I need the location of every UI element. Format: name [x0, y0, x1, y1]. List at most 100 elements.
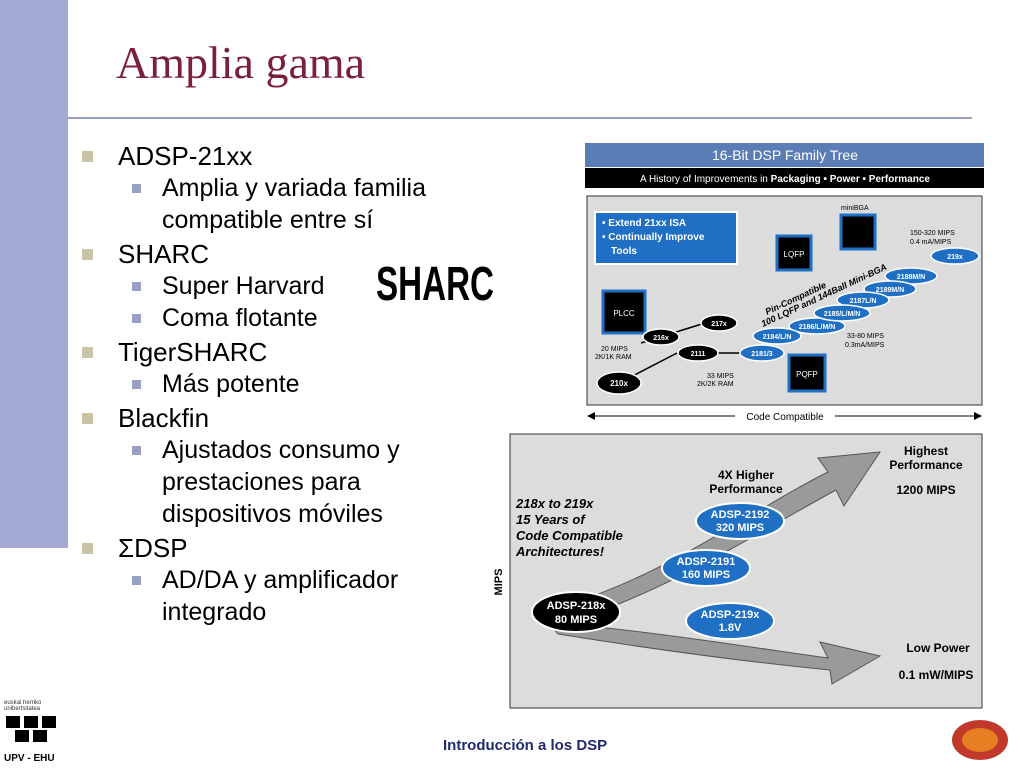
pkg-lqfp-icon [775, 234, 813, 272]
tree-header-text: 16-Bit DSP Family Tree [712, 147, 858, 163]
subbullet-harvard: Super Harvard [82, 270, 522, 302]
sidebar-band [0, 0, 68, 548]
mips-bot-1: 33 MIPS [707, 373, 734, 380]
arrow-left-icon [587, 412, 595, 420]
perf-lowpower-2: 0.1 mW/MIPS [899, 668, 974, 682]
perf-axis-label: MIPS [493, 569, 505, 596]
chip-adsp-219x [685, 602, 775, 640]
tree-info-box [594, 211, 738, 265]
upv-logo-caption: euskal herriko unibertsitatea [4, 700, 42, 712]
subbullet-marker [132, 576, 141, 585]
pkg-minibga-label: miniBGA [841, 205, 869, 212]
chip-2181-label: 2181/3 [751, 351, 773, 358]
chip-adsp-2191-line1: ADSP-2191 [677, 556, 736, 568]
pkg-pqfp-label: PQFP [796, 370, 818, 379]
upv-emblem-icon [6, 716, 56, 742]
chip-2184 [752, 327, 802, 345]
slide-title: Amplia gama [116, 37, 366, 88]
chip-adsp-2192 [695, 502, 785, 540]
chip-2189-label: 2189M/N [876, 287, 904, 294]
arrow-up-icon [547, 451, 882, 627]
chip-2181 [739, 344, 785, 362]
chip-adsp-219x-line2: 1.8V [719, 622, 742, 634]
bullet-marker [82, 151, 93, 162]
perf-4x-1: 4X Higher [718, 468, 774, 482]
upv-logo: euskal herriko unibertsitatea UPV - EHU [4, 700, 64, 764]
bullet-adsp21xx: ADSP-21xx [82, 140, 522, 172]
chip-2184-label: 2184/L/N [763, 334, 792, 341]
chip-adsp-2192-line2: 320 MIPS [716, 522, 764, 534]
tree-subheader-bar [585, 168, 984, 188]
chip-adsp-218x-line1: ADSP-218x [547, 600, 607, 612]
chip-2186-label: 2186/L/M/N [799, 324, 836, 331]
mips-top-1: 150-320 MIPS [910, 230, 955, 237]
subbullet-marker [132, 184, 141, 193]
bullet-marker [82, 249, 93, 260]
slide-footer: Introducción a los DSP [443, 737, 608, 754]
chip-2187-label: 2187L/N [850, 298, 877, 305]
family-tree-diagram: 16-Bit DSP Family Tree A History of Impr… [585, 143, 984, 423]
bullet-sigmadsp: ΣDSP [82, 532, 522, 564]
perf-italic-4: Architectures! [515, 544, 605, 559]
arrow-right-icon [974, 412, 982, 420]
perf-italic-1: 218x to 219x [515, 496, 594, 511]
chip-2111-label: 2111 [691, 351, 706, 358]
title-divider [68, 117, 972, 119]
perf-highest-2: Performance [889, 458, 963, 472]
arrow-down-icon [546, 621, 882, 685]
mips-left-1: 20 MIPS [601, 346, 628, 353]
chip-adsp-2192-line1: ADSP-2192 [711, 509, 770, 521]
bullet-marker [82, 413, 93, 424]
chip-210x-label: 210x [610, 379, 628, 388]
chip-2186 [788, 317, 846, 335]
corner-logo-icon [952, 720, 1008, 760]
chip-217x [700, 314, 738, 332]
pkg-minibga-icon [839, 213, 877, 251]
mips-bot-2: 2K/2K RAM [697, 381, 734, 388]
subbullet-marker [132, 380, 141, 389]
pkg-pqfp-icon [787, 353, 827, 393]
bullet-blackfin: Blackfin [82, 402, 522, 434]
chip-adsp-218x-line2: 80 MIPS [555, 614, 597, 626]
mips-mid-1: 33-80 MIPS [847, 333, 884, 340]
chip-adsp-218x [531, 591, 621, 633]
sharc-logo: SHARC [376, 260, 494, 306]
perf-italic-3: Code Compatible [516, 528, 623, 543]
subbullet-potente: Más potente [82, 368, 522, 400]
chip-2188-label: 2188M/N [897, 274, 925, 281]
chip-adsp-2191 [661, 549, 751, 587]
chip-adsp-2191-line2: 160 MIPS [682, 569, 730, 581]
tree-box-line1: • Extend 21xx ISA [602, 218, 686, 229]
bullet-tigersharc: TigerSHARC [82, 336, 522, 368]
mips-left-2: 2K/1K RAM [595, 354, 632, 361]
subbullet-marker [132, 446, 141, 455]
mips-top-2: 0.4 mA/MIPS [910, 239, 952, 246]
perf-lowpower-1: Low Power [906, 641, 970, 655]
pkg-lqfp-label: LQFP [784, 250, 805, 259]
sharc-logo-text: SHARC [376, 260, 494, 306]
bullet-marker [82, 543, 93, 554]
subbullet-marker [132, 314, 141, 323]
performance-diagram: MIPS 218x to 219x 15 Years of Code Compa… [493, 433, 983, 709]
subbullet-flotante: Coma flotante [82, 302, 522, 334]
perf-highest-1: Highest [904, 444, 948, 458]
code-compat-label: Code Compatible [746, 412, 824, 423]
pkg-plcc-icon [601, 289, 647, 335]
chip-2185-label: 2185/L/M/N [824, 311, 861, 318]
tree-box-line2: • Continually Improve [602, 232, 705, 243]
bullet-sharc: SHARC [82, 238, 522, 270]
chip-2185 [813, 304, 871, 322]
subbullet-marker [132, 282, 141, 291]
perf-highest-3: 1200 MIPS [896, 483, 955, 497]
tree-box-line3: Tools [611, 246, 637, 257]
chip-adsp-219x-line1: ADSP-219x [701, 609, 761, 621]
pkg-plcc-label: PLCC [613, 309, 635, 318]
chip-216x [642, 328, 680, 346]
chip-217x-label: 217x [711, 321, 727, 328]
chip-219x-label: 219x [947, 254, 963, 261]
tree-subheader-text: A History of Improvements in Packaging •… [640, 174, 930, 185]
